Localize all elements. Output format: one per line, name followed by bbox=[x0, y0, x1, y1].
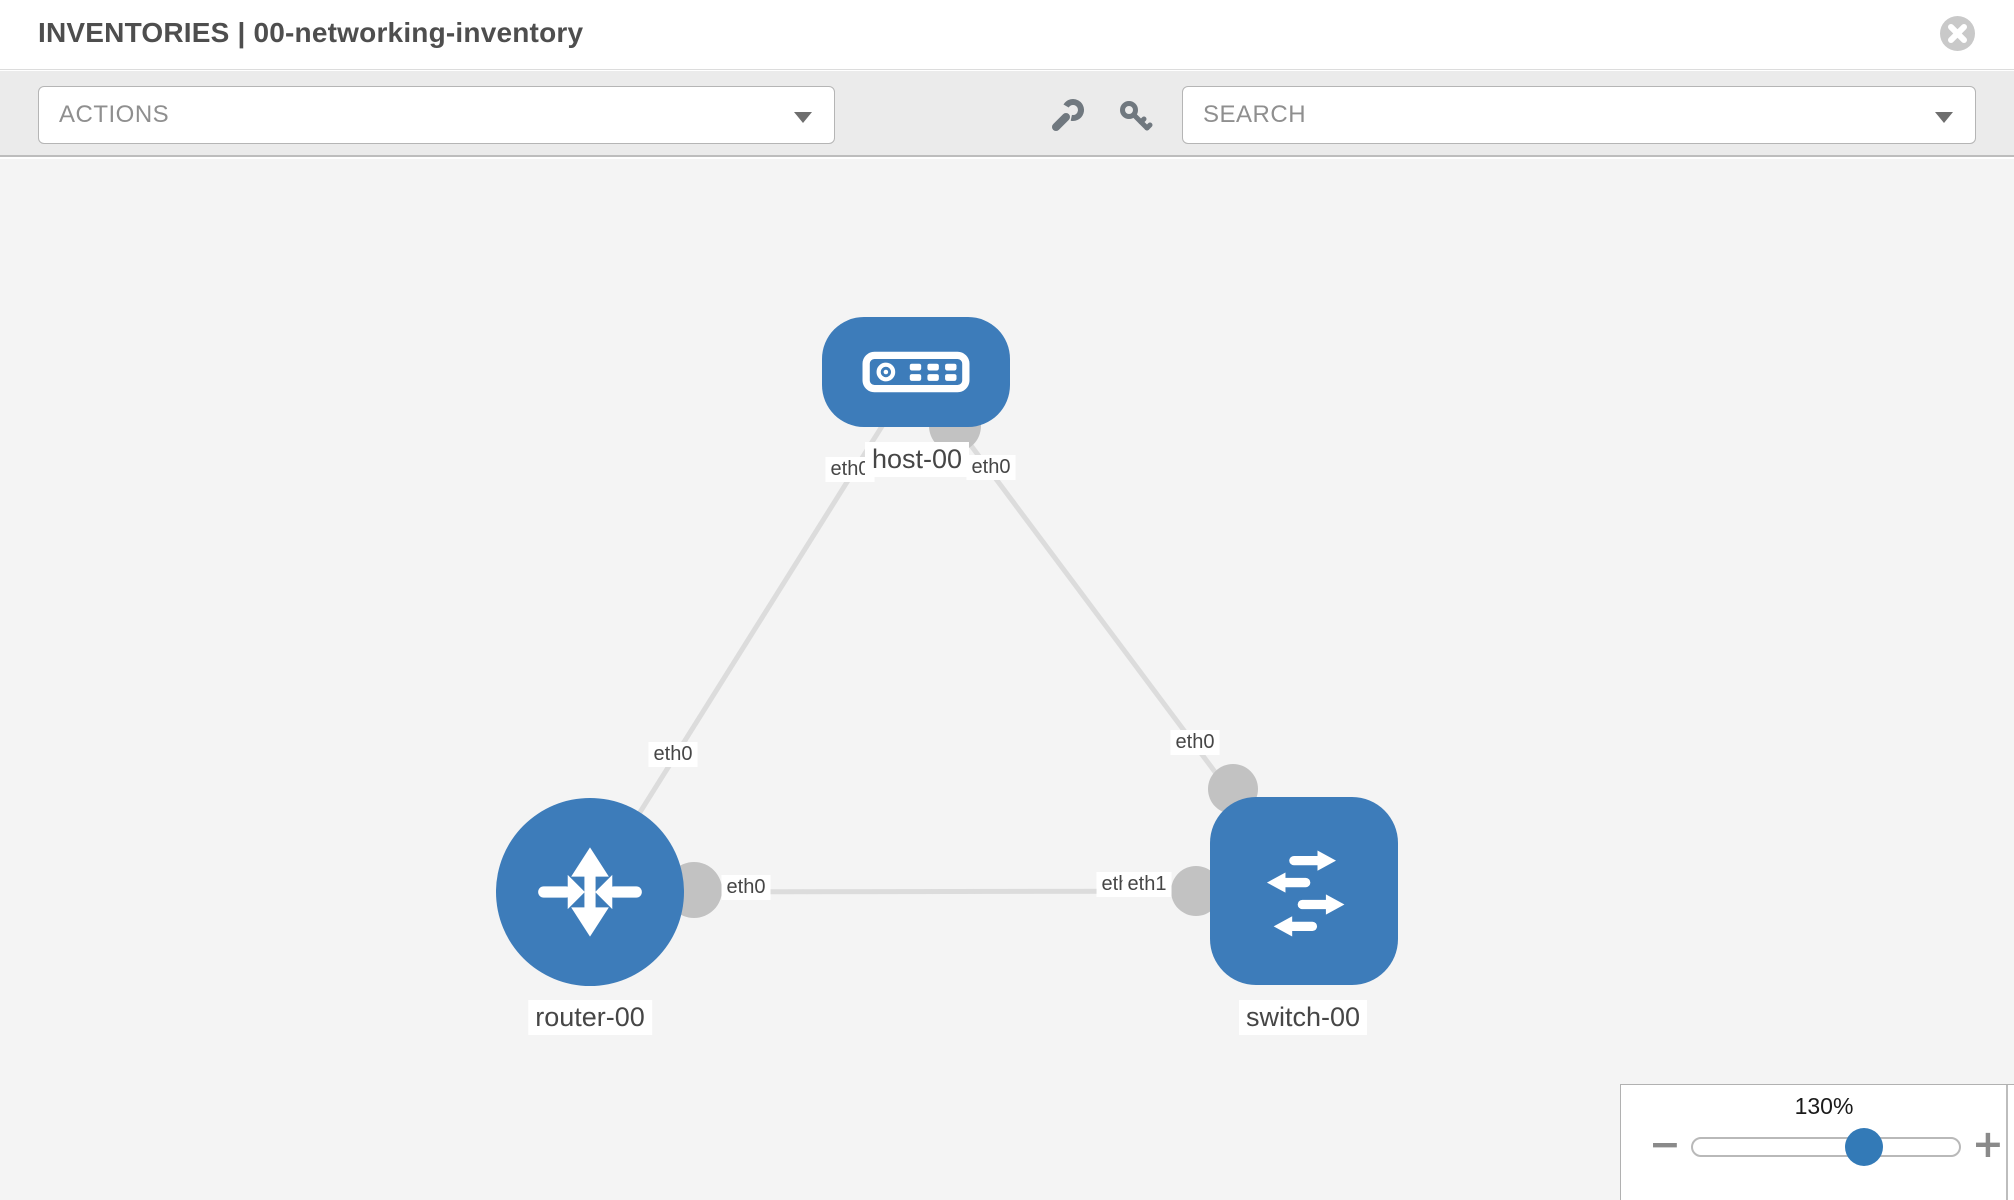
chevron-down-icon bbox=[794, 112, 812, 123]
key-icon bbox=[1120, 101, 1153, 131]
interface-label: eth1 bbox=[1122, 872, 1172, 897]
zoom-panel: 130% − + bbox=[1620, 1084, 2014, 1200]
topology-canvas[interactable]: eth0 eth0 eth0 eth0 eth0 eth0 eth1 host-… bbox=[0, 159, 2014, 1200]
interface-label: eth0 bbox=[721, 875, 771, 900]
configure-button[interactable] bbox=[1049, 98, 1085, 134]
interface-label: eth0 bbox=[1170, 730, 1220, 755]
header: INVENTORIES | 00-networking-inventory bbox=[0, 0, 2014, 70]
node-label-switch-00: switch-00 bbox=[1238, 1000, 1368, 1035]
zoom-slider[interactable] bbox=[1691, 1137, 1961, 1157]
credentials-button[interactable] bbox=[1117, 98, 1153, 134]
zoom-panel-divider bbox=[2006, 1085, 2008, 1200]
interface-connector bbox=[1171, 866, 1221, 916]
search-dropdown-label: SEARCH bbox=[1203, 101, 1307, 128]
switch-icon bbox=[1266, 850, 1345, 937]
zoom-out-button[interactable]: − bbox=[1649, 1122, 1681, 1166]
toolbar: ACTIONS SEARCH bbox=[0, 71, 2014, 157]
actions-dropdown-label: ACTIONS bbox=[59, 101, 170, 128]
zoom-level: 130% bbox=[1794, 1093, 1854, 1119]
chevron-down-icon bbox=[1935, 112, 1953, 123]
node-router-00[interactable] bbox=[496, 798, 684, 986]
zoom-in-button[interactable]: + bbox=[1972, 1122, 2004, 1166]
node-switch-00[interactable] bbox=[1210, 797, 1398, 985]
node-host-00[interactable] bbox=[822, 317, 1010, 427]
topology-links-layer bbox=[587, 370, 1307, 918]
close-icon bbox=[1948, 24, 1967, 43]
node-label-router-00: router-00 bbox=[528, 1000, 652, 1035]
zoom-slider-thumb[interactable] bbox=[1845, 1128, 1883, 1166]
actions-dropdown[interactable]: ACTIONS bbox=[38, 86, 835, 144]
close-button[interactable] bbox=[1940, 16, 1975, 51]
router-icon bbox=[538, 847, 642, 937]
search-dropdown[interactable]: SEARCH bbox=[1182, 86, 1976, 144]
interface-label: eth0 bbox=[648, 742, 698, 767]
interface-label: eth0 bbox=[966, 455, 1016, 480]
node-label-host-00: host-00 bbox=[864, 442, 970, 477]
page-title: INVENTORIES | 00-networking-inventory bbox=[38, 17, 584, 48]
interface-label: eth0 bbox=[825, 457, 875, 482]
host-icon bbox=[862, 351, 970, 393]
wrench-icon bbox=[1052, 99, 1084, 131]
